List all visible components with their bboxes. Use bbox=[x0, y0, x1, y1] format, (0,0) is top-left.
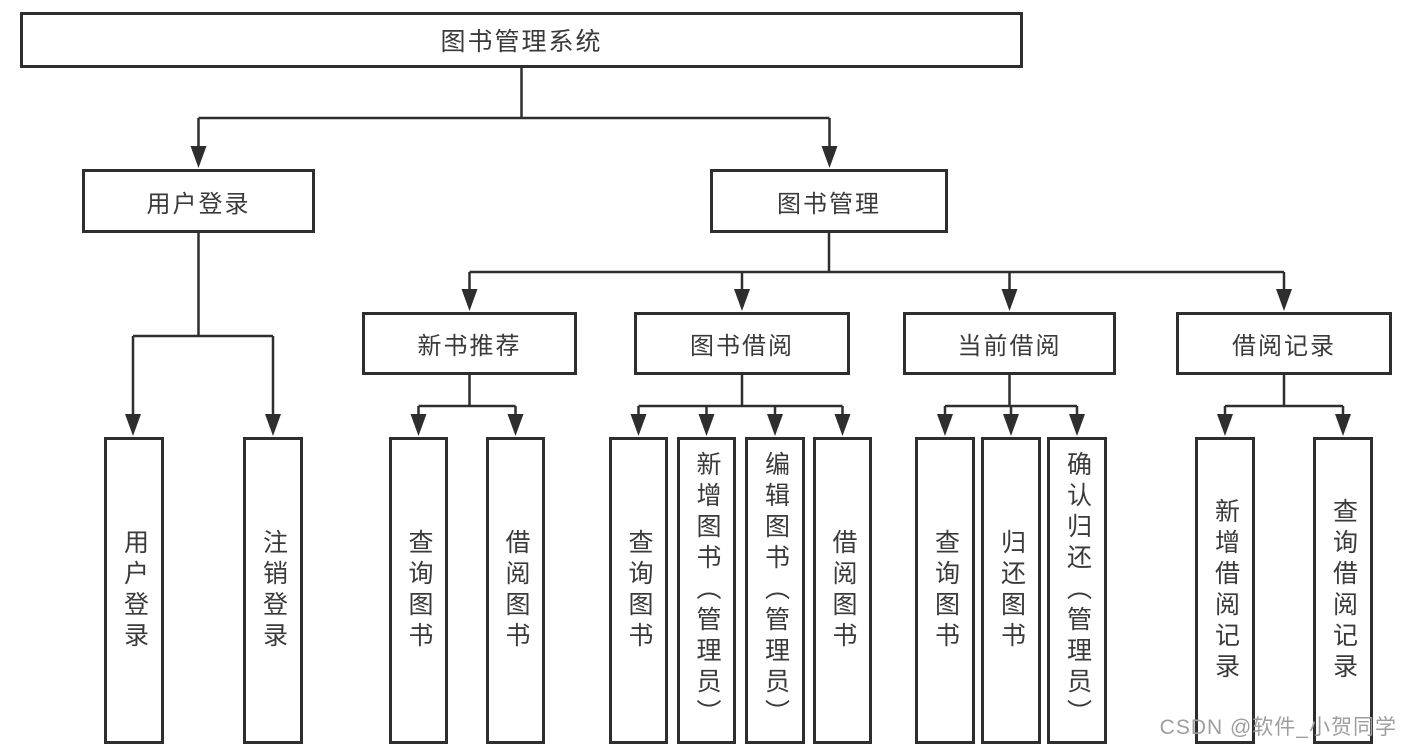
node-label: 确认归还（管理员） bbox=[1063, 451, 1092, 730]
arrow-down-icon bbox=[834, 414, 851, 436]
node-label: 查询图书 bbox=[405, 528, 433, 653]
arrow-down-icon bbox=[734, 289, 750, 311]
arrow-down-icon bbox=[1003, 414, 1019, 436]
node-borrowing-records: 借阅记录 bbox=[1176, 312, 1392, 375]
node-label: 注销登录 bbox=[259, 528, 288, 653]
node-label: 图书管理系统 bbox=[440, 28, 603, 56]
leaf-borrow-books: 借阅图书 bbox=[813, 437, 872, 744]
arrow-down-icon bbox=[767, 414, 783, 436]
node-label: 用户登录 bbox=[146, 190, 251, 218]
node-user-login: 用户登录 bbox=[82, 169, 315, 233]
csdn-watermark: CSDN @软件_小贺同学 bbox=[1159, 716, 1397, 739]
arrow-down-icon bbox=[1001, 289, 1018, 311]
leaf-logout: 注销登录 bbox=[243, 437, 303, 744]
arrow-down-icon bbox=[821, 146, 838, 168]
arrow-down-icon bbox=[698, 414, 715, 436]
leaf-edit-book-admin: 编辑图书（管理员） bbox=[745, 437, 805, 744]
arrow-down-icon bbox=[1069, 414, 1085, 436]
node-label: 图书管理 bbox=[777, 190, 881, 218]
leaf-add-book-admin: 新增图书（管理员） bbox=[677, 437, 736, 744]
node-label: 借阅图书 bbox=[829, 528, 857, 653]
arrow-down-icon bbox=[265, 414, 281, 436]
leaf-confirm-return-admin: 确认归还（管理员） bbox=[1047, 437, 1107, 744]
node-label: 新增图书（管理员） bbox=[693, 451, 721, 730]
arrow-down-icon bbox=[125, 414, 141, 436]
node-book-management: 图书管理 bbox=[710, 169, 948, 233]
leaf-query-books-recommend: 查询图书 bbox=[389, 437, 448, 744]
node-label: 查询借阅记录 bbox=[1329, 497, 1358, 684]
arrow-down-icon bbox=[937, 414, 953, 436]
leaf-query-borrow-record: 查询借阅记录 bbox=[1313, 437, 1373, 744]
node-label: 借阅图书 bbox=[502, 528, 530, 653]
node-current-borrowing: 当前借阅 bbox=[903, 312, 1116, 375]
node-label: 编辑图书（管理员） bbox=[761, 451, 790, 730]
arrow-down-icon bbox=[1276, 289, 1292, 311]
node-label: 借阅记录 bbox=[1232, 333, 1336, 360]
node-label: 图书借阅 bbox=[690, 333, 794, 360]
arrow-down-icon bbox=[1335, 414, 1351, 436]
arrow-down-icon bbox=[190, 146, 207, 168]
node-new-book-recommend: 新书推荐 bbox=[362, 312, 577, 375]
node-book-borrowing: 图书借阅 bbox=[634, 312, 850, 375]
leaf-query-books-borrowing: 查询图书 bbox=[609, 437, 668, 744]
node-label: 归还图书 bbox=[997, 528, 1026, 653]
leaf-query-books-current: 查询图书 bbox=[915, 437, 975, 744]
node-label: 当前借阅 bbox=[957, 333, 1062, 360]
arrow-down-icon bbox=[630, 414, 647, 436]
arrow-down-icon bbox=[410, 414, 427, 436]
leaf-return-books: 归还图书 bbox=[981, 437, 1041, 744]
arrow-down-icon bbox=[1217, 414, 1233, 436]
node-label: 查询图书 bbox=[625, 528, 653, 653]
leaf-add-borrow-record: 新增借阅记录 bbox=[1195, 437, 1255, 744]
arrow-down-icon bbox=[461, 289, 478, 311]
arrow-down-icon bbox=[507, 414, 524, 436]
arrowheads bbox=[125, 146, 1351, 436]
leaf-borrow-books-recommend: 借阅图书 bbox=[486, 437, 545, 744]
node-label: 新书推荐 bbox=[417, 333, 522, 360]
node-label: 查询图书 bbox=[931, 528, 960, 653]
node-label: 用户登录 bbox=[120, 528, 149, 653]
leaf-user-login: 用户登录 bbox=[104, 437, 164, 744]
node-label: 新增借阅记录 bbox=[1211, 497, 1240, 684]
node-library-management-system: 图书管理系统 bbox=[20, 12, 1023, 68]
